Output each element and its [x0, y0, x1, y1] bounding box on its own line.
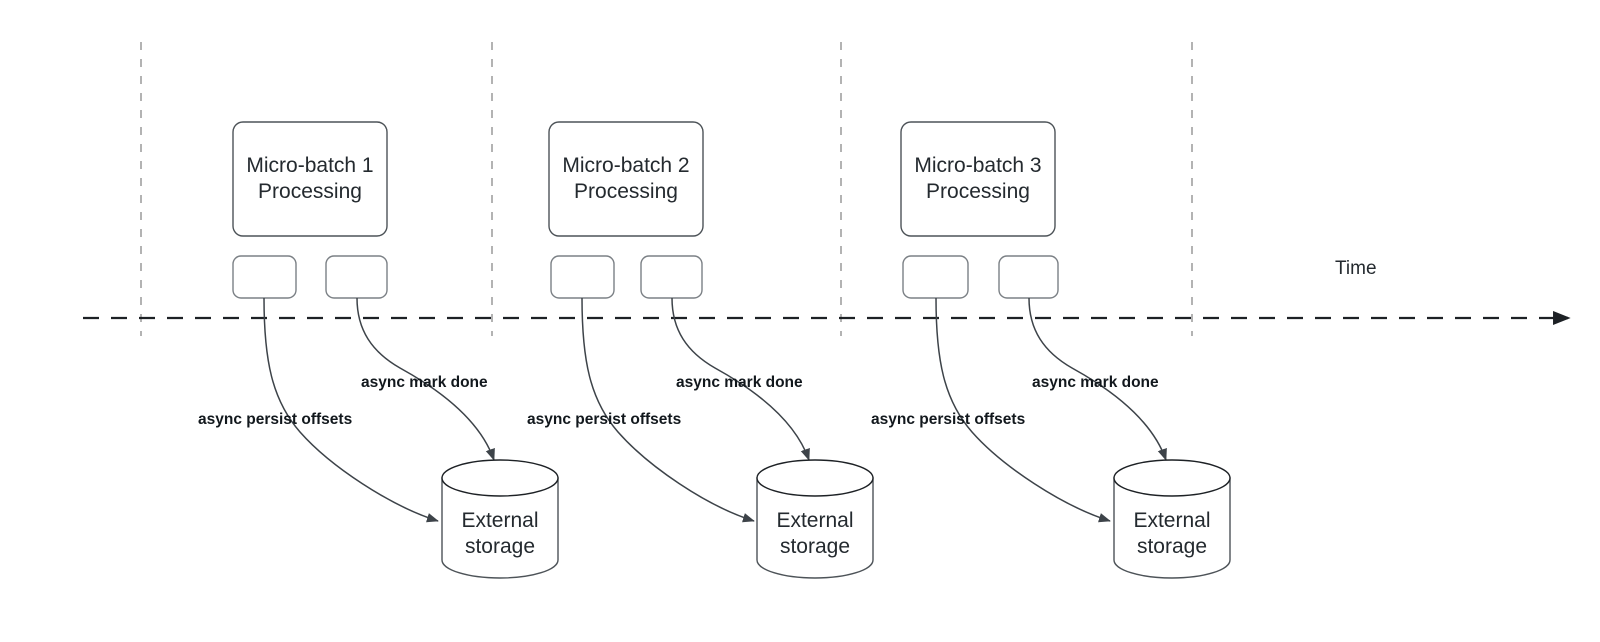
- async-persist-offsets-label-2: async persist offsets: [527, 411, 681, 428]
- micro-batch-3-title-line2: Processing: [926, 180, 1030, 203]
- async-persist-offsets-label-3: async persist offsets: [871, 411, 1025, 428]
- micro-batch-2-box[interactable]: [548, 121, 704, 237]
- external-storage-1-line2: storage: [465, 535, 535, 558]
- micro-batch-2-tick-right[interactable]: [640, 255, 703, 299]
- external-storage-1[interactable]: External storage: [441, 459, 559, 579]
- micro-batch-2-group: Micro-batch 2 Processing async persist o…: [527, 121, 874, 579]
- micro-batch-2-title-line1: Micro-batch 2: [562, 154, 689, 177]
- async-mark-done-flow-1: [356, 297, 495, 461]
- time-axis-label: Time: [1335, 258, 1377, 279]
- external-storage-2[interactable]: External storage: [756, 459, 874, 579]
- async-persist-offsets-flow-2: [581, 297, 755, 523]
- async-mark-done-label-3: async mark done: [1032, 374, 1159, 391]
- micro-batch-3-tick-left[interactable]: [902, 255, 969, 299]
- async-mark-done-label-1: async mark done: [361, 374, 488, 391]
- async-mark-done-label-2: async mark done: [676, 374, 803, 391]
- micro-batch-1-group: Micro-batch 1 Processing async persist o…: [198, 121, 559, 579]
- micro-batch-2-title-line2: Processing: [574, 180, 678, 203]
- micro-batch-1-tick-right[interactable]: [325, 255, 388, 299]
- async-mark-done-flow-2: [671, 297, 810, 461]
- micro-batch-1-box[interactable]: [232, 121, 388, 237]
- external-storage-3[interactable]: External storage: [1113, 459, 1231, 579]
- external-storage-3-line1: External: [1133, 509, 1210, 532]
- micro-batch-3-box[interactable]: [900, 121, 1056, 237]
- micro-batch-3-group: Micro-batch 3 Processing async persist o…: [871, 121, 1231, 579]
- micro-batch-3-tick-right[interactable]: [998, 255, 1059, 299]
- external-storage-3-line2: storage: [1137, 535, 1207, 558]
- micro-batch-1-title-line1: Micro-batch 1: [246, 154, 373, 177]
- external-storage-2-line2: storage: [780, 535, 850, 558]
- micro-batch-1-title-line2: Processing: [258, 180, 362, 203]
- micro-batch-1-tick-left[interactable]: [232, 255, 297, 299]
- async-mark-done-flow-3: [1028, 297, 1167, 461]
- micro-batch-3-title-line1: Micro-batch 3: [914, 154, 1041, 177]
- async-persist-offsets-label-1: async persist offsets: [198, 411, 352, 428]
- external-storage-1-line1: External: [461, 509, 538, 532]
- micro-batch-2-tick-left[interactable]: [550, 255, 615, 299]
- async-persist-offsets-flow-3: [935, 297, 1111, 523]
- external-storage-2-line1: External: [776, 509, 853, 532]
- async-persist-offsets-flow-1: [263, 297, 439, 523]
